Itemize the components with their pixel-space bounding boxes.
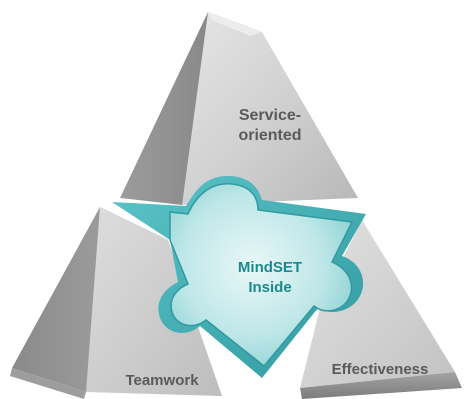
top-segment: [120, 12, 358, 205]
center-label-line2: Inside: [248, 279, 291, 296]
top-segment-label-line1: Service-: [239, 107, 301, 124]
top-segment-bevel: [208, 12, 262, 36]
puzzle-face: [169, 183, 354, 368]
center-label-line1: MindSET: [238, 259, 302, 276]
right-segment-face: [300, 220, 455, 388]
center-puzzle-piece: [112, 176, 366, 378]
right-segment: [300, 220, 462, 399]
right-segment-side: [300, 372, 462, 399]
top-segment-label-line2: oriented: [238, 127, 301, 144]
left-segment-face: [86, 207, 222, 396]
left-segment: [10, 207, 222, 399]
left-segment-label: Teamwork: [125, 372, 199, 389]
top-segment-face: [182, 12, 358, 205]
left-segment-bottom: [10, 368, 86, 399]
right-segment-label: Effectiveness: [332, 361, 429, 378]
